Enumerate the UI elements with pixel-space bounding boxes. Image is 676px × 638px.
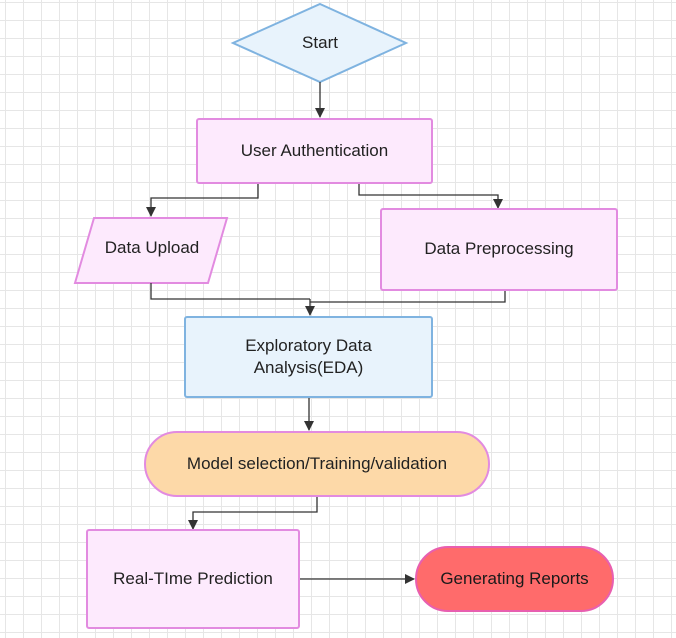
edge-upload-to-eda (150, 283, 310, 300)
real-time-prediction-label: Real-TIme Prediction (113, 568, 273, 588)
edge-model-to-prediction (188, 497, 318, 530)
real-time-prediction-node[interactable]: Real-TIme Prediction (86, 529, 300, 629)
generating-reports-label: Generating Reports (440, 568, 589, 588)
user-authentication-label: User Authentication (240, 140, 389, 160)
data-upload-label: Data Upload (104, 238, 200, 257)
data-upload-parallelogram[interactable] (73, 217, 229, 284)
generating-reports-node[interactable]: Generating Reports (415, 546, 614, 612)
edge-auth-to-preprocess (358, 184, 503, 209)
data-preprocessing-label: Data Preprocessing (424, 239, 574, 259)
eda-node[interactable]: Exploratory Data Analysis(EDA) (184, 316, 433, 398)
data-preprocessing-node[interactable]: Data Preprocessing (380, 208, 618, 291)
model-selection-node[interactable]: Model selection/Training/validation (144, 431, 490, 497)
edge-preprocess-to-eda (310, 291, 506, 303)
eda-label: Exploratory Data Analysis(EDA) (245, 335, 372, 377)
start-label: Start (302, 33, 338, 52)
edge-auth-to-upload (146, 184, 259, 217)
user-authentication-node[interactable]: User Authentication (196, 118, 433, 184)
model-selection-label: Model selection/Training/validation (186, 453, 448, 473)
